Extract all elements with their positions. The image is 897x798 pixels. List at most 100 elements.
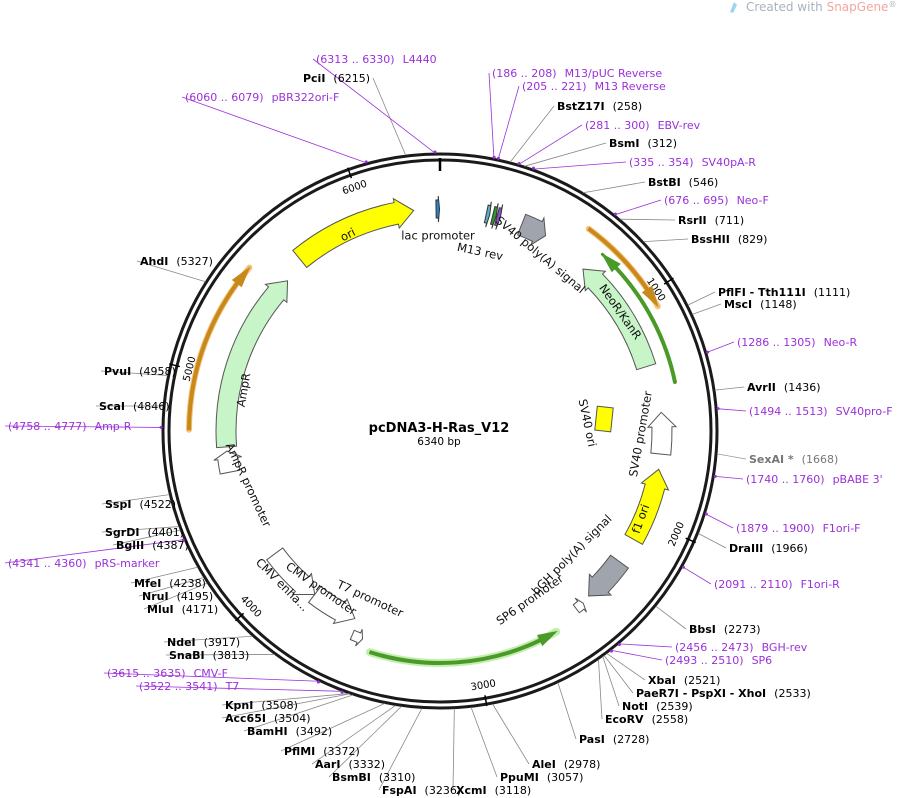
site-position: (4522) xyxy=(139,498,176,511)
primer-name: Amp-R xyxy=(95,420,132,433)
primer-label-m13-puc-reverse: (186 .. 208)M13/pUC Reverse xyxy=(492,67,662,80)
sv40-promoter-arrow xyxy=(646,411,678,456)
site-alei-leader-line xyxy=(492,703,530,765)
site-msci-leader-line xyxy=(692,303,722,315)
site-label-acc65i: Acc65I(3504) xyxy=(225,712,311,725)
site-name: PasI xyxy=(579,733,605,746)
site-name: SspI xyxy=(105,498,131,511)
site-name: SgrDI xyxy=(105,526,139,539)
site-label-bbsi: BbsI(2273) xyxy=(689,623,760,636)
site-label-sexai: SexAI *(1668) xyxy=(749,453,838,466)
site-bstbi-leader-line xyxy=(583,181,646,194)
primer-mark xyxy=(681,565,685,569)
site-acc65i-leader-line xyxy=(221,693,350,719)
site-label-xbai: XbaI (2521) xyxy=(648,674,720,687)
feature-label-m13-rev: M13 rev xyxy=(456,240,505,263)
site-label-sgrdi: SgrDI (4401) xyxy=(105,526,184,539)
primer-label-ebv-rev: (281 .. 300) EBV-rev xyxy=(585,119,701,132)
primer-sv40pa-r-leader-line xyxy=(533,161,627,170)
primer-mark xyxy=(704,512,708,516)
site-aari-leader-line xyxy=(311,705,396,765)
site-label-bsshii: BssHII(829) xyxy=(691,233,767,246)
site-label-nrui: NruI(4195) xyxy=(142,590,213,603)
primer-name: M13/pUC Reverse xyxy=(565,67,663,80)
site-name: MscI xyxy=(724,298,752,311)
neo-highlight-arrow xyxy=(587,226,659,308)
f1ori-arrow xyxy=(624,468,670,546)
tick-mark xyxy=(347,167,353,179)
site-rsrii-leader-line xyxy=(620,218,676,221)
site-draiii-leader-line xyxy=(698,533,727,549)
site-label-noti: NotI(2539) xyxy=(622,700,693,713)
site-position: (2539) xyxy=(656,700,693,713)
site-label-draiii: DraIII(1966) xyxy=(729,542,808,555)
primer-mark xyxy=(181,538,185,542)
site-label-pvui: PvuI(4958) xyxy=(104,365,176,378)
sv40-ori-block xyxy=(594,405,614,433)
feature-label-lac-promoter: lac promoter xyxy=(401,229,475,243)
site-bsshii-leader-line xyxy=(643,238,689,243)
tick-label: 6000 xyxy=(341,179,369,198)
backbone xyxy=(161,152,719,710)
site-label-sspi: SspI (4522) xyxy=(105,498,176,511)
primer-name: pBABE 3' xyxy=(833,473,883,486)
site-position: (2521) xyxy=(684,674,721,687)
feature-label-neor-kanr: NeoR/KanR xyxy=(596,281,644,342)
site-position: (2558) xyxy=(652,713,689,726)
site-label-kpni: KpnI(3508) xyxy=(225,699,298,712)
site-label-mfei: MfeI (4238) xyxy=(134,577,206,590)
plasmid-size: 6340 bp xyxy=(417,436,461,448)
sp6-promoter-arrow xyxy=(572,597,587,614)
site-label-mlui: MluI(4171) xyxy=(147,603,218,616)
site-position: (4238) xyxy=(169,577,206,590)
site-name: MfeI xyxy=(134,577,161,590)
primer-label-pbabe-3: (1740 .. 1760)pBABE 3' xyxy=(746,473,883,486)
primer-mark xyxy=(713,474,717,478)
primer-sp6-leader-line xyxy=(610,649,663,661)
site-label-pasi: PasI(2728) xyxy=(579,733,649,746)
primer-label-t7: (3522 .. 3541)T7 xyxy=(139,680,239,693)
plasmid-name: pcDNA3-H-Ras_V12 xyxy=(369,421,510,436)
site-name: XbaI xyxy=(648,674,676,687)
ampr-promoter-arrow xyxy=(213,450,242,475)
site-position: (711) xyxy=(715,214,745,227)
site-position: (6215) xyxy=(333,72,370,85)
site-position: (2978) xyxy=(564,758,601,771)
site-name: BssHII xyxy=(691,233,730,246)
site-position: (258) xyxy=(613,100,643,113)
site-label-alei: AleI(2978) xyxy=(532,758,600,771)
site-labels: PciI(6215)BstZ17I(258)BsmI(312)BstBI(546… xyxy=(8,53,893,797)
site-position: (4401) xyxy=(147,526,184,539)
primer-range: (281 .. 300) xyxy=(585,119,650,132)
site-bamhi-leader-line xyxy=(243,694,353,732)
primer-range: (6313 .. 6330) xyxy=(316,53,395,66)
site-position: (1111) xyxy=(814,286,851,299)
site-sexai-leader-line xyxy=(716,453,747,460)
primer-range: (4758 .. 4777) xyxy=(8,420,87,433)
site-position: (312) xyxy=(648,137,678,150)
site-label-bamhi: BamHI(3492) xyxy=(247,725,332,738)
site-label-avrii: AvrII(1436) xyxy=(747,381,820,394)
primer-name: EBV-rev xyxy=(658,119,701,132)
site-pflfi-tth111i-leader-line xyxy=(687,291,716,306)
primer-pbr322ori-f-leader-line xyxy=(181,96,367,164)
site-xbai-leader-line xyxy=(606,653,646,681)
site-name: SnaBI xyxy=(169,649,205,662)
site-label-aari: AarI(3332) xyxy=(315,758,385,771)
primer-range: (2456 .. 2473) xyxy=(675,641,754,654)
lac-block-3 xyxy=(435,195,441,223)
primer-range: (2493 .. 2510) xyxy=(665,654,744,667)
site-name: BglII xyxy=(116,539,144,552)
site-ecorv-leader-line xyxy=(598,659,603,720)
feature-arrows xyxy=(186,195,678,667)
site-label-ecorv: EcoRV(2558) xyxy=(605,713,688,726)
site-ppumi-leader-line xyxy=(470,707,498,778)
site-bbsi-leader-line xyxy=(655,605,687,630)
site-name: KpnI xyxy=(225,699,253,712)
tick-label: 2000 xyxy=(667,520,687,548)
primer-name: BGH-rev xyxy=(762,641,808,654)
ori-arrow xyxy=(292,197,415,269)
primer-mark xyxy=(532,166,536,170)
primer-range: (205 .. 221) xyxy=(522,80,587,93)
site-sspi-leader-line xyxy=(101,494,170,505)
